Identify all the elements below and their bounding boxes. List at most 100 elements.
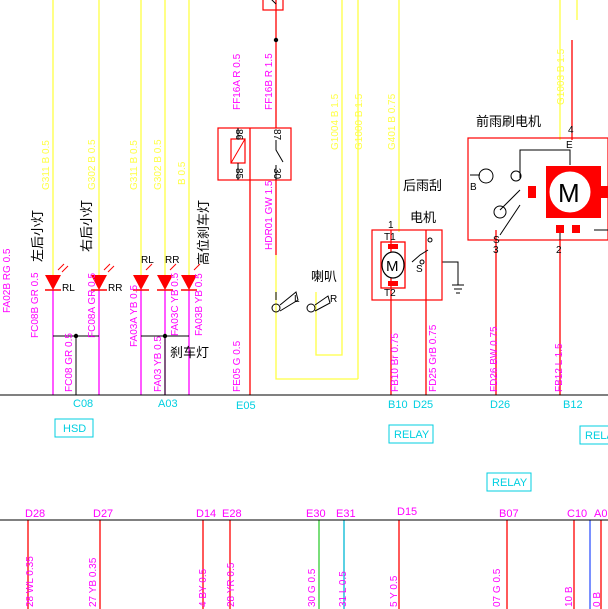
rear-wiper-label-1: 后雨刮 — [403, 178, 442, 193]
front-wiper-motor: M — [467, 137, 608, 241]
pin-horn-r: R — [330, 294, 337, 305]
wire-label-g311-mid: G311 B 0.5 — [129, 140, 140, 190]
wire-label-b30: 30 G 0.5 — [307, 568, 318, 607]
connector-c08: C08 — [73, 398, 93, 410]
hsd-box-label: HSD — [63, 423, 86, 435]
wire-label-ff16a: FF16A R 0.5 — [232, 53, 243, 110]
pin-rl-brake: RL — [141, 255, 154, 266]
connector-e31: E31 — [336, 508, 356, 520]
wire-label-b-a0: 0 B — [592, 592, 603, 607]
wire-label-g302-mid: G302 B 0.5 — [153, 139, 164, 190]
pin-rl: RL — [62, 283, 75, 294]
relay-box-label-1: RELAY — [394, 429, 430, 441]
wire-label-g1003: G1003 B 1.5 — [556, 48, 567, 105]
connector-d27: D27 — [93, 508, 113, 520]
wire-label-fa03b: FA03B YB 0.5 — [194, 273, 205, 336]
connector-e05: E05 — [236, 400, 256, 412]
wire-label-b14: 4 BY 0.5 — [198, 568, 209, 607]
svg-text:M: M — [386, 258, 399, 275]
pin-t1: T1 — [384, 232, 396, 243]
brake-lamp-right-icon — [157, 263, 177, 291]
relay-box-label-2: RELAY — [492, 477, 528, 489]
brake-lamp-left-icon — [133, 263, 153, 291]
colored-wires-bottom — [318, 520, 591, 609]
relay-box-label-3: RELA — [585, 430, 608, 442]
horn-left-icon — [271, 291, 299, 313]
horn-label: 喇叭 — [311, 269, 337, 284]
connector-d25: D25 — [413, 399, 433, 411]
wire-label-g401: G401 B 0.75 — [387, 93, 398, 150]
brake-lamp-label: 刹车灯 — [170, 345, 209, 360]
wire-label-b07: 07 G 0.5 — [492, 568, 503, 607]
wire-label-g1000: G1000 B 1.5 — [354, 93, 365, 150]
wire-label-fb10: FB10 Br 0.75 — [390, 333, 401, 392]
wire-label-b31: 31 L 0.5 — [338, 571, 349, 607]
relay-pin-85: 85 — [233, 168, 244, 180]
lamp-symbols — [45, 263, 201, 291]
wire-label-fc08: FC08 GR 0.5 — [64, 333, 75, 392]
pin-rr-brake: RR — [165, 255, 179, 266]
rear-right-lamp-label: 右后小灯 — [79, 200, 94, 252]
rear-left-lamp-icon — [45, 263, 69, 291]
wire-labels: G311 B 0.5 G302 B 0.5 G311 B 0.5 G302 B … — [2, 48, 603, 607]
pin-s-front: S — [493, 235, 500, 246]
wire-label-fa03a: FA03A YB 0.5 — [129, 284, 140, 347]
rear-left-lamp-label: 左后小灯 — [30, 210, 45, 262]
svg-text:M: M — [558, 178, 580, 208]
wire-label-fe05: FE05 G 0.5 — [232, 340, 243, 392]
connector-a0: A0 — [594, 508, 607, 520]
connector-d28: D28 — [25, 508, 45, 520]
relay-pin-87: 87 — [271, 129, 282, 141]
wire-label-e28: 28 YR 0.5 — [226, 562, 237, 607]
rear-wiper-label-2: 电机 — [410, 210, 436, 225]
pin-t2: T2 — [384, 288, 396, 299]
connector-d26: D26 — [490, 399, 510, 411]
relay-pin-86: 86 — [233, 129, 244, 141]
wire-label-ff16b: FF16B R 1.5 — [264, 53, 275, 110]
wire-label-b15: 5 Y 0.5 — [389, 575, 400, 607]
junction-dots — [73, 37, 279, 339]
red-wires — [27, 0, 602, 609]
wire-label-b27: 27 YB 0.35 — [88, 557, 99, 607]
wire-label-b05: B 0.5 — [177, 161, 188, 185]
wire-label-fc08a: FC08A GR 0.5 — [87, 273, 98, 338]
rear-wiper-motor-icon — [381, 251, 405, 279]
component-labels: 左后小灯 右后小灯 高位刹车灯 刹车灯 喇叭 后雨刮 电机 前雨刷电机 — [30, 114, 541, 360]
connector-b12: B12 — [563, 399, 583, 411]
pin-2: 2 — [556, 245, 562, 256]
wire-label-b10: 10 B — [564, 586, 575, 607]
wire-label-hd01: HDR01 GW 1.5 — [264, 180, 275, 250]
wire-label-fa03c: FA03C YB 0.5 — [170, 272, 181, 336]
yellow-wires — [52, 0, 578, 380]
connector-d15: D15 — [397, 506, 417, 518]
pin-e-front: E — [566, 140, 573, 151]
pin-3: 3 — [493, 245, 499, 256]
wire-label-b28: 28 WL 0.35 — [25, 556, 36, 607]
horn-relay: 86 85 87 30 — [217, 127, 292, 181]
horn-icons — [271, 291, 331, 313]
wire-label-g302-left: G302 B 0.5 — [87, 139, 98, 190]
wire-label-fb12: FB12 L 1.5 — [554, 343, 565, 392]
module-boxes: HSD RELAY RELAY RELA — [54, 418, 608, 492]
horn-right-icon — [306, 295, 331, 313]
wire-label-g1004: G1004 B 1.5 — [330, 93, 341, 150]
pin-s-rear: S — [416, 264, 423, 275]
wire-label-fa02b: FA02B RG 0.5 — [2, 248, 13, 313]
pin-horn-l: L — [294, 294, 300, 305]
wire-label-fc08b: FC08B GR 0.5 — [30, 272, 41, 338]
connector-labels: C08 A03 E05 B10 D25 D26 B12 D28 D27 D14 … — [25, 398, 607, 520]
connector-a03: A03 — [158, 398, 178, 410]
top-fuse-box — [262, 0, 284, 11]
wire-label-g311-left: G311 B 0.5 — [41, 140, 52, 190]
front-wiper-label: 前雨刷电机 — [476, 114, 541, 129]
relay-pin-30: 30 — [271, 168, 282, 180]
connector-b07: B07 — [499, 508, 519, 520]
rear-wiper-motor: M — [371, 229, 443, 301]
pin-b-front: B — [470, 182, 477, 193]
high-brake-lamp-icon — [181, 263, 201, 291]
pin-1: 1 — [388, 220, 394, 231]
front-wiper-motor-icon — [546, 168, 594, 216]
connector-c10: C10 — [567, 508, 587, 520]
wire-label-fd26: FD26 BW 0.75 — [489, 326, 500, 392]
